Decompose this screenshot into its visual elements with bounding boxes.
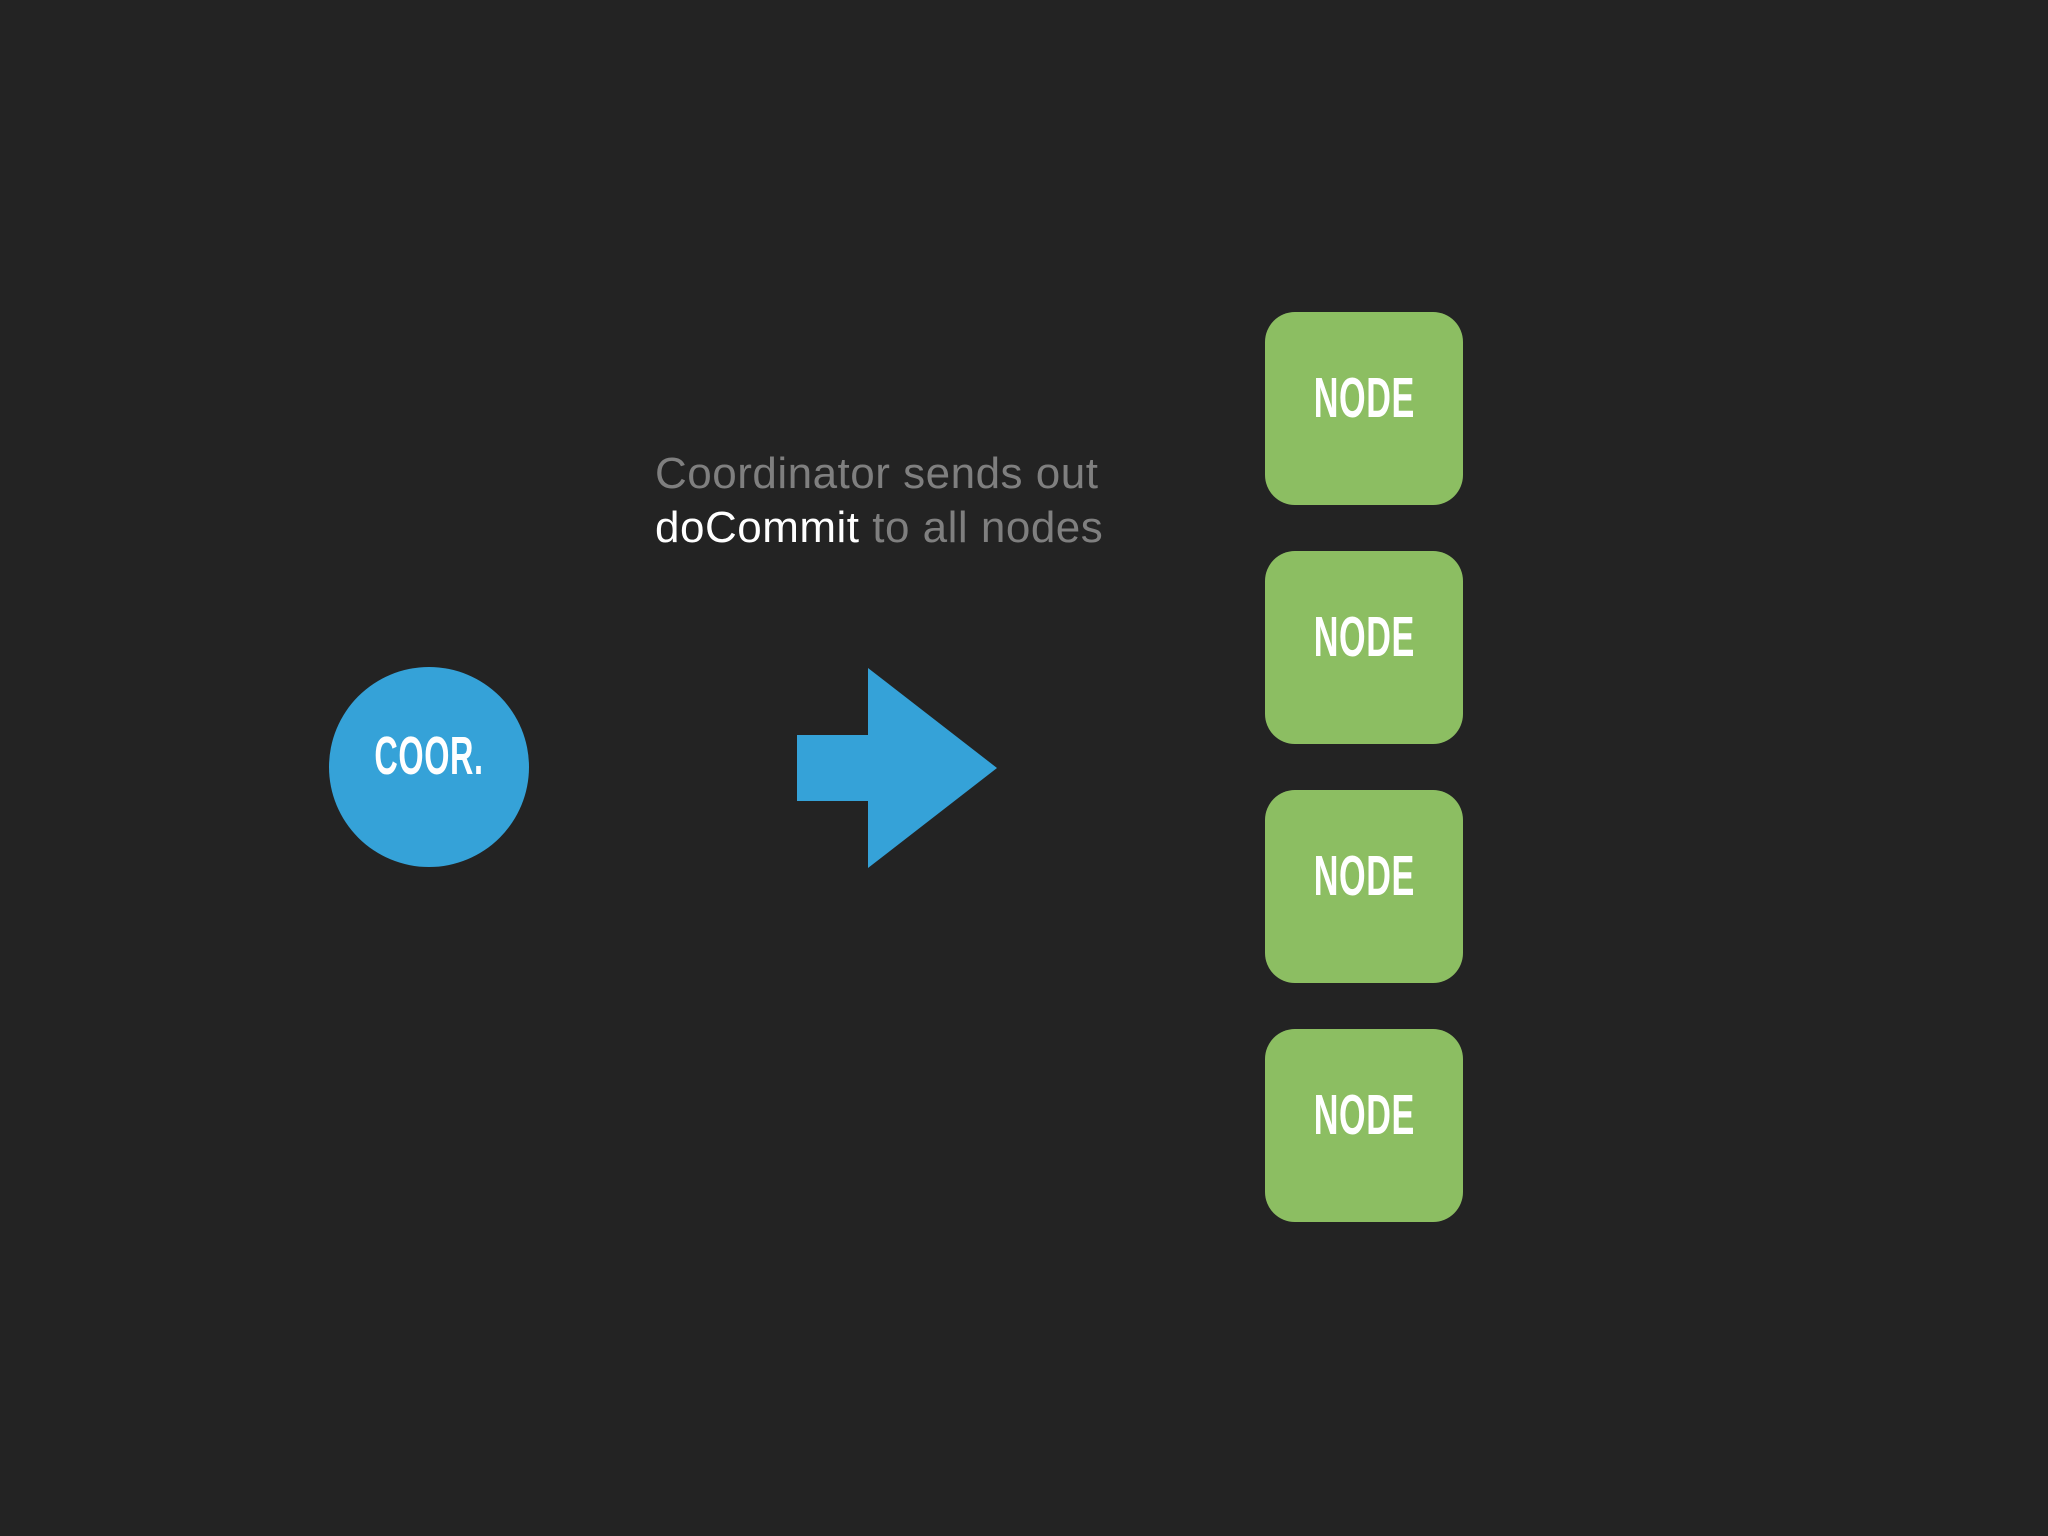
node-column: NODE NODE NODE NODE [1265, 312, 1463, 1222]
caption-line-2-rest: to all nodes [859, 503, 1104, 552]
node-label: NODE [1313, 604, 1415, 669]
right-arrow-shape [797, 668, 997, 868]
caption-line-2: doCommit to all nodes [655, 501, 1103, 555]
caption-text: Coordinator sends out doCommit to all no… [655, 447, 1103, 555]
node-label: NODE [1313, 843, 1415, 908]
node-label: NODE [1313, 365, 1415, 430]
node-box-1: NODE [1265, 312, 1463, 505]
coordinator-circle: COOR. [329, 667, 529, 867]
node-box-3: NODE [1265, 790, 1463, 983]
caption-line-1: Coordinator sends out [655, 449, 1099, 498]
caption-emphasis-docommit: doCommit [655, 503, 860, 552]
right-arrow-icon [797, 668, 997, 868]
node-label: NODE [1313, 1082, 1415, 1147]
node-box-4: NODE [1265, 1029, 1463, 1222]
node-box-2: NODE [1265, 551, 1463, 744]
coordinator-label: COOR. [374, 726, 484, 786]
